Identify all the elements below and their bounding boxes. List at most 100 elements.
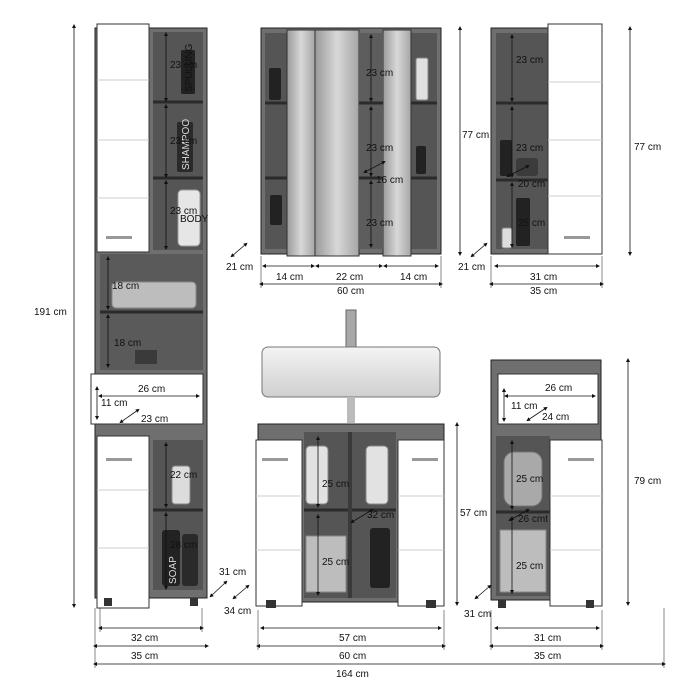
dim-label: 14 cm [276, 272, 303, 283]
bottle [365, 445, 389, 505]
dim-line [230, 242, 248, 258]
dim-label: 26 cm [138, 384, 165, 395]
dim-label: 60 cm [337, 286, 364, 297]
dim-label: 25 cm [518, 218, 545, 229]
tall-cabinet: SPÜLUNG SHAMPOO BODY SOAP [90, 23, 209, 609]
bottle [500, 140, 512, 176]
dim-label: 34 cm [224, 606, 251, 617]
dim-label: 23 cm [516, 143, 543, 154]
low-drawer-front [497, 373, 599, 425]
basket [305, 535, 347, 593]
dim-label: 23 cm [366, 218, 393, 229]
cabinet-foot [190, 598, 198, 606]
box [516, 158, 538, 176]
low-cabinet-labels: 26 cm 11 cm 24 cm 25 cm 26 cmt 25 cm 79 … [464, 383, 661, 662]
dim-label: 79 cm [634, 476, 661, 487]
door-handle [106, 458, 132, 461]
product-text: SOAP [168, 556, 179, 584]
dim-label: 23 cm [170, 206, 197, 217]
wall-cabinet-labels: 23 cm 23 cm 20 cm 25 cm 77 cm 21 cm 31 c… [458, 55, 661, 297]
dim-label: 31 cm [219, 567, 246, 578]
dim-label: 28 cm [170, 540, 197, 551]
sink-basin [261, 346, 441, 398]
dim-label: 11 cm [101, 398, 128, 409]
dim-label: 35 cm [530, 286, 557, 297]
dim-line [508, 509, 530, 521]
bottle [171, 465, 191, 505]
dim-label: 31 cm [464, 609, 491, 620]
cabinet-foot [426, 600, 436, 608]
cabinet-foot [586, 600, 594, 608]
dim-label: 16 cm [376, 175, 403, 186]
dim-label: 23 cm [141, 414, 168, 425]
mirror-cabinet [260, 27, 442, 257]
vanity-labels: 25 cm 32 cm 25 cm 57 cm 34 cm 57 cm 60 c… [224, 479, 487, 662]
dim-label: 32 cm [367, 510, 394, 521]
mirror-door-right [382, 29, 412, 257]
dim-label: 20 cm [518, 179, 545, 190]
faucet [345, 309, 357, 349]
dim-label: 21 cm [458, 262, 485, 273]
door-handle [262, 458, 288, 461]
bottle [305, 445, 329, 505]
bottle [501, 227, 513, 249]
bottle [181, 50, 195, 94]
dim-label: 35 cm [534, 651, 561, 662]
door-handle [106, 236, 132, 239]
bottle [416, 146, 426, 174]
dim-label: 25 cm [322, 557, 349, 568]
bottle [270, 195, 282, 225]
tall-drawer-front [90, 373, 204, 425]
bottle [182, 534, 198, 586]
dim-label: 24 cm [542, 412, 569, 423]
low-cabinet-door [549, 439, 603, 607]
vanity-door-left [255, 439, 303, 607]
dim-label: 14 cm [400, 272, 427, 283]
dim-label: 77 cm [634, 142, 661, 153]
tall-cabinet-dimensions [72, 24, 666, 668]
dim-label: 11 cm [511, 401, 538, 412]
door-handle [564, 236, 590, 239]
tall-lower-door [96, 435, 150, 609]
drain-pipe [347, 397, 355, 423]
bottle [269, 68, 281, 100]
cabinet-foot [266, 600, 276, 608]
vanity-door-right [397, 439, 445, 607]
dim-label: 23 cm [366, 68, 393, 79]
wall-cabinet-door [547, 23, 603, 255]
dim-label: 18 cm [114, 338, 141, 349]
product-text: SHAMPOO [181, 119, 192, 170]
low-cabinet-dimensions [474, 358, 630, 650]
door-handle [412, 458, 438, 461]
dim-line [232, 584, 250, 600]
dim-label: 57 cm [339, 633, 366, 644]
dim-label: 21 cm [226, 262, 253, 273]
dim-label: 26 cm [545, 383, 572, 394]
dim-label: 25 cm [322, 479, 349, 490]
dim-label: 23 cm [516, 55, 543, 66]
vanity-unit [255, 309, 445, 608]
dim-line [526, 406, 548, 422]
bottle [516, 198, 530, 246]
cabinet-foot [498, 600, 506, 608]
bottle [177, 189, 201, 247]
product-text: SPÜLUNG [183, 43, 195, 92]
dim-line [506, 165, 530, 177]
dim-label-total-width: 164 cm [336, 669, 369, 680]
dim-label: 60 cm [339, 651, 366, 662]
dim-label: 22 cm [336, 272, 363, 283]
vanity-dimensions [232, 422, 459, 650]
product-text: BODY [180, 214, 209, 225]
basket [499, 529, 547, 593]
dim-line [470, 242, 488, 258]
mirror-cabinet-dimensions [230, 26, 462, 288]
dim-label: 77 cm [462, 130, 489, 141]
dim-label: 25 cm [516, 561, 543, 572]
dim-label: 22 cm [170, 470, 197, 481]
dim-label: 18 cm [112, 281, 139, 292]
box [135, 350, 157, 364]
wall-cabinet [490, 23, 603, 255]
bottle [177, 122, 193, 172]
cabinet-foot [104, 598, 112, 606]
tall-cabinet-labels: 191 cm 23 cm 23 cm 23 cm 18 cm 18 cm 26 … [34, 60, 369, 680]
